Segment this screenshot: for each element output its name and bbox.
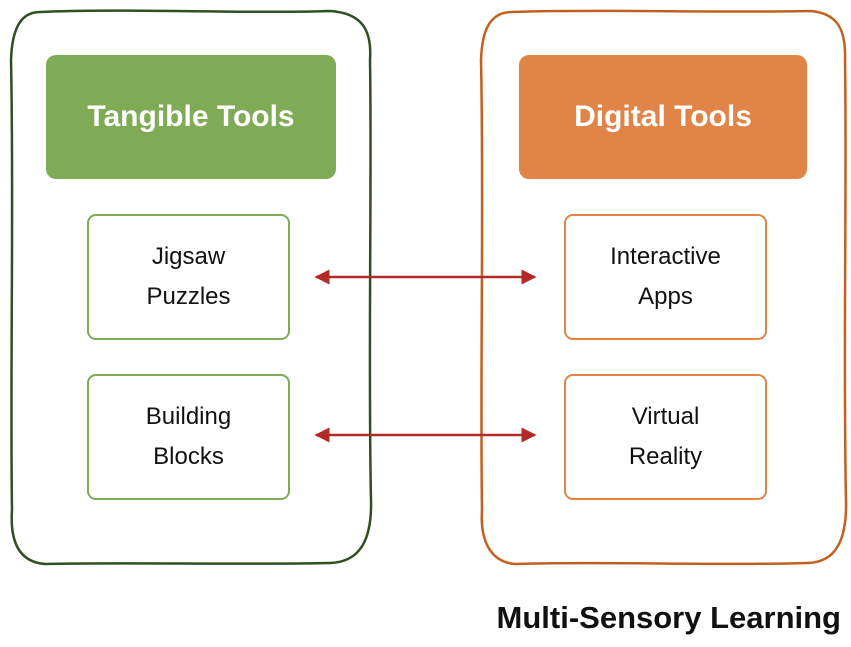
- digital-tools-header: Digital Tools: [519, 55, 807, 179]
- interactive-apps-line1: Interactive: [610, 243, 721, 270]
- tangible-tools-frame: [9, 9, 373, 566]
- virtual-reality-line2: Reality: [628, 443, 703, 470]
- digital-tools-title: Digital Tools: [574, 100, 752, 133]
- jigsaw-puzzles-line1: Jigsaw: [151, 243, 226, 270]
- interactive-apps-box: Interactive Apps: [564, 214, 767, 340]
- diagram-footer-title: Multi-Sensory Learning: [496, 600, 841, 635]
- tangible-tools-title: Tangible Tools: [87, 100, 295, 133]
- jigsaw-puzzles-box: Jigsaw Puzzles: [87, 214, 290, 340]
- tangible-tools-header: Tangible Tools: [46, 55, 336, 179]
- virtual-reality-box: Virtual Reality: [564, 374, 767, 500]
- building-blocks-line2: Blocks: [153, 443, 224, 470]
- building-blocks-line1: Building: [145, 403, 232, 430]
- interactive-apps-line2: Apps: [638, 283, 693, 310]
- building-blocks-box: Building Blocks: [87, 374, 290, 500]
- jigsaw-puzzles-line2: Puzzles: [146, 283, 231, 310]
- virtual-reality-line1: Virtual: [631, 403, 700, 430]
- digital-tools-frame: [479, 9, 848, 566]
